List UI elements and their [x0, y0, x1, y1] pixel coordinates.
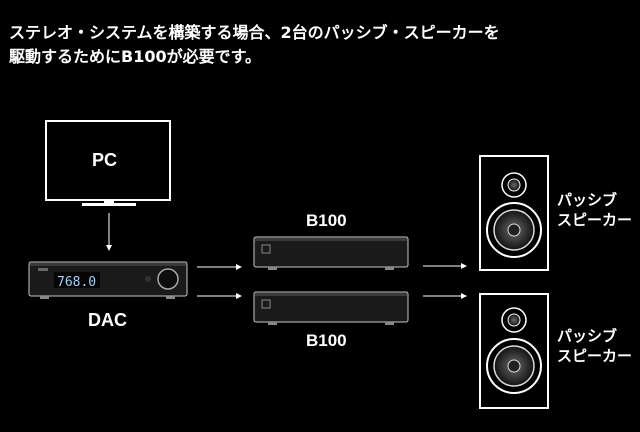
- speaker-top-label-line-2: スピーカー: [557, 211, 633, 229]
- amp-bottom-label: B100: [306, 331, 347, 350]
- pc-label: PC: [92, 150, 118, 170]
- dac-label: DAC: [88, 310, 127, 330]
- amp-top-device-icon: [253, 236, 409, 270]
- pc-monitor-icon: [45, 120, 171, 206]
- speaker-bottom-label-line-1: パッシブ: [557, 327, 618, 345]
- headline-line-2: 駆動するためにB100が必要です。: [9, 45, 629, 69]
- speaker-bottom-icon: [479, 293, 549, 409]
- speaker-top-label: パッシブ スピーカー: [557, 190, 632, 230]
- headline-line-2-text: 駆動するためにB100が必要です。: [9, 47, 261, 66]
- amp-top-label: B100: [306, 211, 347, 230]
- speaker-top-label-line-1: パッシブ: [557, 191, 618, 209]
- speaker-bottom-label: パッシブ スピーカー: [557, 326, 632, 366]
- amp-bottom-device-icon: [253, 291, 409, 325]
- dac-display-readout: 768.0: [57, 275, 96, 290]
- speaker-top-icon: [479, 155, 549, 271]
- headline: ステレオ・システムを構築する場合、2台のパッシブ・スピーカーを 駆動するためにB…: [9, 21, 629, 69]
- dac-device-icon: [28, 261, 188, 299]
- speaker-bottom-label-line-2: スピーカー: [557, 347, 633, 365]
- headline-line-1: ステレオ・システムを構築する場合、2台のパッシブ・スピーカーを: [9, 23, 500, 42]
